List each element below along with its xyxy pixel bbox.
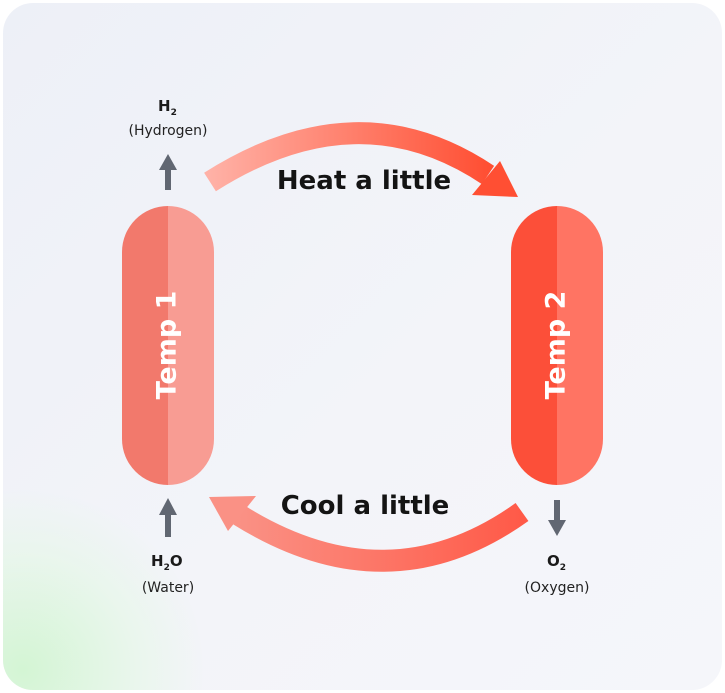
heat-arrow-head bbox=[472, 161, 518, 197]
oxygen-name: (Oxygen) bbox=[525, 580, 590, 596]
oxygen-output: O2 (Oxygen) bbox=[525, 500, 590, 596]
cool-arrow: Cool a little bbox=[209, 491, 529, 572]
heat-arrow-body bbox=[204, 122, 495, 192]
arrow-up-icon bbox=[159, 498, 177, 537]
heat-arrow: Heat a little bbox=[204, 122, 518, 197]
diagram-card: Temp 1 Temp 2 Heat a little Cool a littl… bbox=[3, 3, 722, 690]
water-input: H2O (Water) bbox=[142, 498, 194, 596]
cool-arrow-head bbox=[209, 496, 256, 531]
hydrogen-output: H2 (Hydrogen) bbox=[128, 97, 208, 190]
vessel-temp-1-right bbox=[168, 206, 214, 485]
arrow-up-icon bbox=[159, 154, 177, 190]
vessel-temp-1: Temp 1 bbox=[122, 206, 214, 485]
oxygen-formula: O2 bbox=[547, 552, 566, 573]
arrow-down-icon bbox=[548, 500, 566, 536]
vessel-temp-2-left bbox=[511, 206, 557, 485]
heat-arrow-label: Heat a little bbox=[277, 166, 451, 196]
vessel-temp-2: Temp 2 bbox=[511, 206, 603, 485]
vessel-temp-2-right bbox=[557, 206, 603, 485]
water-name: (Water) bbox=[142, 580, 194, 596]
water-splitting-diagram: Temp 1 Temp 2 Heat a little Cool a littl… bbox=[122, 97, 603, 596]
water-formula: H2O bbox=[151, 552, 183, 573]
cool-arrow-body bbox=[233, 503, 529, 572]
cool-arrow-label: Cool a little bbox=[281, 491, 450, 521]
vessel-temp-1-left bbox=[122, 206, 168, 485]
vessel-temp-2-label: Temp 2 bbox=[541, 291, 572, 400]
hydrogen-name: (Hydrogen) bbox=[128, 123, 207, 139]
vessel-temp-1-label: Temp 1 bbox=[152, 291, 183, 400]
hydrogen-formula: H2 bbox=[158, 97, 177, 118]
